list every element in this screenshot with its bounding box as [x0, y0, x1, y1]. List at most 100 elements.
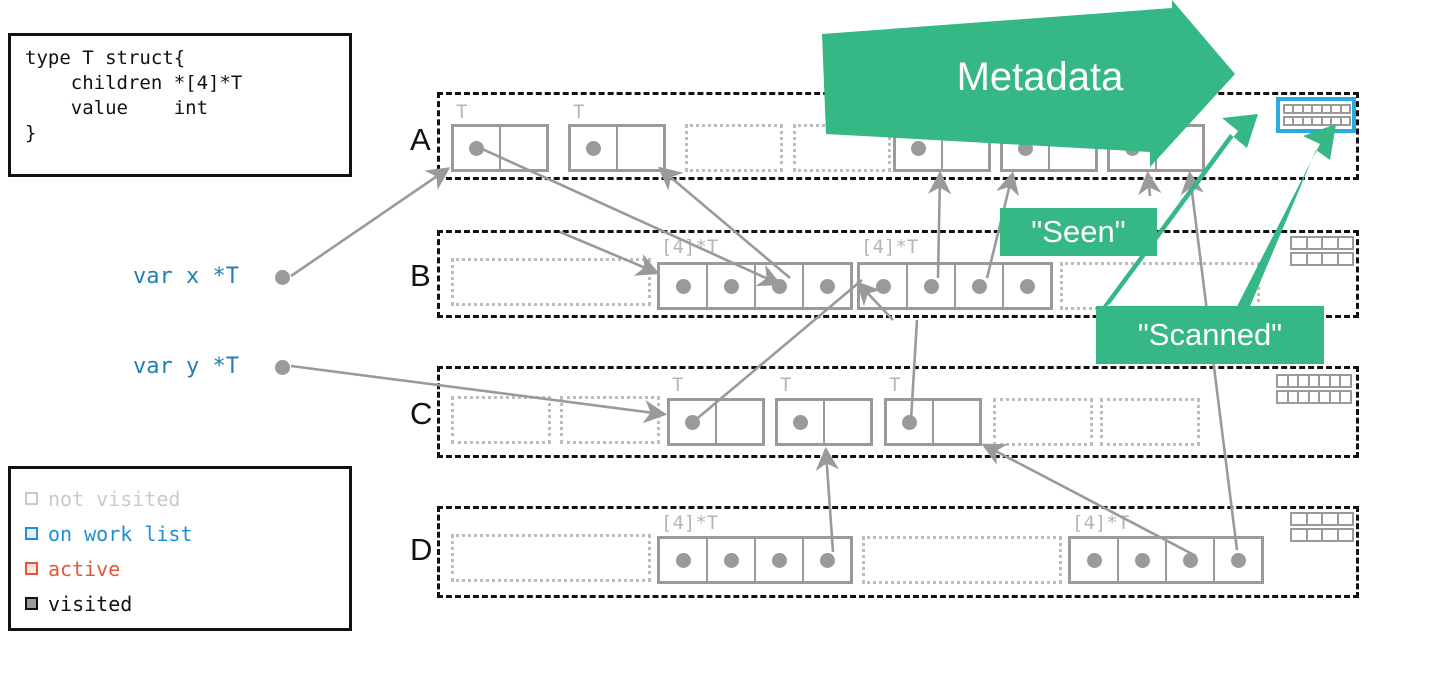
type-label: [4]*T — [661, 236, 719, 258]
row-label-d: D — [410, 532, 433, 567]
pointer-dot — [723, 552, 739, 568]
metadata-cell — [1336, 528, 1354, 542]
pointer-dot — [819, 278, 835, 294]
object-cell — [804, 539, 850, 581]
pointer-dot — [723, 278, 739, 294]
callout-scanned: "Scanned" — [1096, 306, 1324, 364]
pointer-d2-to-c3 — [981, 443, 1197, 558]
seen-arrow-icon — [1100, 114, 1258, 310]
pointer-dot — [1230, 552, 1246, 568]
type-label: T — [780, 374, 792, 396]
empty-slot — [1100, 398, 1200, 446]
metadata-grid-b — [1290, 236, 1354, 266]
object-cell — [887, 401, 934, 443]
pointer-dot — [971, 278, 987, 294]
heap-object — [657, 262, 853, 310]
metadata-row — [1276, 390, 1353, 404]
legend-item-on-work-list: on work list — [25, 516, 349, 551]
callout-seen: "Seen" — [1000, 208, 1157, 256]
heap-object — [857, 262, 1053, 310]
empty-slot — [862, 536, 1062, 584]
metadata-row — [1290, 528, 1354, 542]
metadata-grid-c — [1276, 374, 1353, 404]
type-label: T — [456, 101, 468, 123]
metadata-row — [1283, 104, 1351, 114]
metadata-cell — [1336, 252, 1354, 266]
callout-metadata-label: Metadata — [956, 54, 1124, 99]
type-label: [4]*T — [1072, 512, 1130, 534]
pointer-dot — [675, 552, 691, 568]
object-cell — [756, 539, 804, 581]
pointer-b-to-a2 — [658, 166, 791, 279]
pointer-dot — [902, 414, 917, 430]
pointer-b-to-a5 — [927, 170, 952, 279]
metadata-cell — [1339, 390, 1353, 404]
legend-item-not-visited: not visited — [25, 481, 349, 516]
row-label-b: B — [410, 258, 431, 293]
heap-object — [568, 124, 666, 172]
pointer-dot — [586, 140, 601, 156]
object-cell — [804, 265, 850, 307]
pointer-b-to-a6 — [985, 170, 1020, 279]
var-y-label: var y *T — [133, 354, 239, 379]
object-cell — [908, 265, 956, 307]
pointer-dot — [1019, 278, 1035, 294]
heap-span-d — [437, 506, 1359, 598]
pointer-var-x — [290, 167, 451, 278]
object-cell — [1119, 539, 1167, 581]
var-x-pointer-dot — [275, 270, 290, 285]
pointer-a1-to-b — [479, 146, 782, 287]
type-label: T — [573, 101, 585, 123]
metadata-row — [1276, 374, 1353, 388]
metadata-cell — [1336, 236, 1354, 250]
pointer-dot — [923, 278, 939, 294]
row-label-c: C — [410, 396, 433, 431]
pointer-into-b-array1 — [559, 230, 660, 276]
heap-object — [667, 398, 765, 446]
scanned-arrow-icon — [1228, 124, 1336, 330]
object-cell — [1004, 265, 1050, 307]
object-cell — [708, 265, 756, 307]
object-cell — [571, 127, 618, 169]
var-y-pointer-dot — [275, 360, 290, 375]
legend-item-visited: visited — [25, 586, 349, 621]
object-cell — [1071, 539, 1119, 581]
pointer-dot — [771, 552, 787, 568]
empty-slot — [993, 398, 1093, 446]
metadata-grid-d — [1290, 512, 1354, 542]
empty-slot — [451, 534, 651, 582]
object-cell — [708, 539, 756, 581]
empty-slot — [451, 396, 551, 444]
row-label-a: A — [410, 122, 431, 157]
object-cell — [660, 539, 708, 581]
heap-object — [451, 124, 549, 172]
pointer-dot — [911, 140, 926, 156]
heap-object — [884, 398, 982, 446]
legend-box: not visited on work list active visited — [8, 466, 352, 631]
var-x-label: var x *T — [133, 264, 239, 289]
type-label: [4]*T — [861, 236, 919, 258]
metadata-grid-a — [1276, 97, 1356, 133]
metadata-row — [1283, 116, 1351, 126]
empty-slot — [1060, 262, 1260, 310]
metadata-row — [1290, 252, 1354, 266]
callout-seen-label: "Seen" — [1031, 214, 1126, 249]
legend-label: not visited — [48, 486, 181, 511]
pointer-dot — [819, 552, 835, 568]
object-cell — [778, 401, 825, 443]
legend-label: visited — [48, 591, 133, 616]
legend-swatch-icon — [25, 562, 38, 575]
metadata-arrow-icon — [822, 0, 1235, 167]
object-cell — [896, 127, 943, 169]
type-definition-box: type T struct{ children *[4]*T value int… — [8, 33, 352, 177]
callout-scanned-label: "Scanned" — [1137, 317, 1283, 352]
legend-swatch-icon — [25, 492, 38, 505]
pointer-dot — [1086, 552, 1102, 568]
pointer-dot — [675, 278, 691, 294]
type-label: T — [672, 374, 684, 396]
object-cell — [660, 265, 708, 307]
pointer-c1-up — [692, 279, 863, 423]
